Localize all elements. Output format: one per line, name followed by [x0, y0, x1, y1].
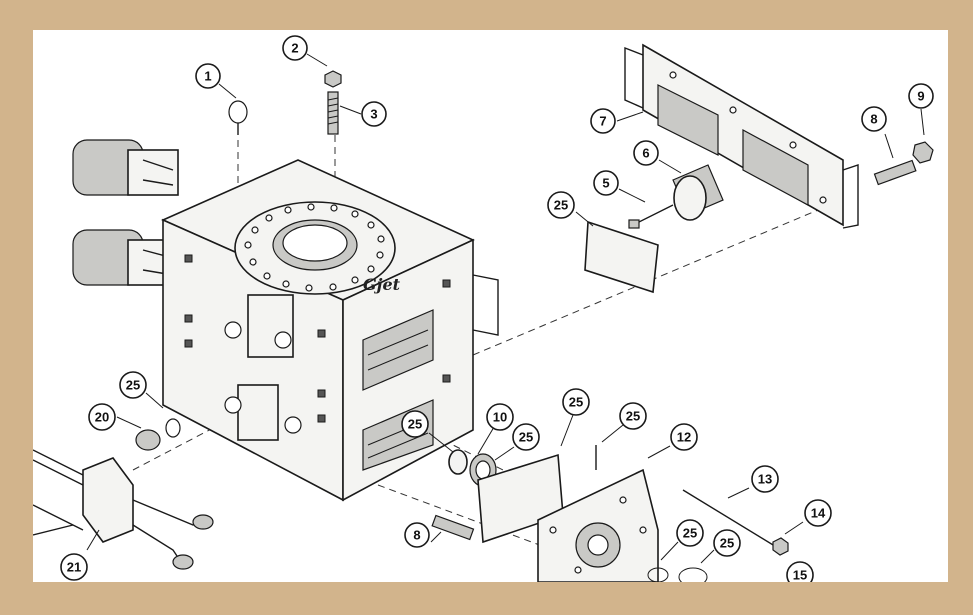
svg-text:25: 25 — [126, 378, 140, 393]
callout-6: 6 — [633, 140, 659, 166]
svg-text:25: 25 — [554, 198, 568, 213]
callout-25-seal-b: 25 — [512, 423, 540, 451]
svg-text:1: 1 — [204, 69, 211, 84]
exploded-parts-diagram: Gjet — [33, 35, 934, 583]
callout-25-ring-a: 25 — [676, 519, 704, 547]
part-long-bolt — [682, 489, 779, 549]
svg-text:3: 3 — [370, 107, 377, 122]
part-eye-bolt — [228, 100, 248, 135]
callout-25-seal-a: 25 — [401, 410, 429, 438]
callout-25-pin: 25 — [619, 402, 647, 430]
callout-12: 12 — [670, 423, 698, 451]
svg-text:5: 5 — [602, 176, 609, 191]
callout-5: 5 — [593, 170, 619, 196]
callout-25-ring-b: 25 — [713, 529, 741, 557]
part-cap-screw — [628, 204, 674, 229]
svg-text:2: 2 — [291, 41, 298, 56]
part-stud-bottom — [431, 514, 475, 541]
callout-3: 3 — [361, 101, 387, 127]
callout-21: 21 — [60, 553, 88, 581]
callout-13: 13 — [751, 465, 779, 493]
svg-text:12: 12 — [677, 430, 691, 445]
part-manifold-block — [33, 449, 214, 570]
svg-text:15: 15 — [793, 568, 807, 583]
svg-text:25: 25 — [626, 409, 640, 424]
callout-7: 7 — [590, 108, 616, 134]
part-bonnet-cover — [624, 43, 859, 229]
callout-25-port: 25 — [119, 371, 147, 399]
callout-8-top: 8 — [861, 106, 887, 132]
part-ram-block — [672, 164, 724, 221]
callout-10: 10 — [486, 403, 514, 431]
callout-2: 2 — [282, 35, 308, 61]
callout-14: 14 — [804, 499, 832, 527]
callout-9: 9 — [908, 83, 934, 109]
svg-text:20: 20 — [95, 410, 109, 425]
part-o-rings-bottom — [647, 567, 708, 582]
svg-text:25: 25 — [408, 417, 422, 432]
part-plug — [135, 418, 181, 451]
svg-text:25: 25 — [683, 526, 697, 541]
svg-text:25: 25 — [519, 430, 533, 445]
part-nut-and-stud — [324, 70, 342, 135]
callout-25-gasket-mid: 25 — [562, 388, 590, 416]
flange-bolt-holes — [244, 203, 385, 292]
valve-body: Gjet — [72, 139, 499, 502]
diagram-frame: Gjet — [33, 30, 948, 582]
svg-text:10: 10 — [493, 410, 507, 425]
callout-leaders — [86, 53, 925, 564]
part-door-plate — [537, 468, 659, 582]
svg-text:25: 25 — [569, 395, 583, 410]
svg-text:8: 8 — [413, 528, 420, 543]
callout-8-bottom: 8 — [404, 522, 430, 548]
callout-25-gasket-top: 25 — [547, 191, 575, 219]
svg-text:8: 8 — [870, 112, 877, 127]
part-stud-and-nut-top — [873, 141, 934, 186]
svg-text:7: 7 — [599, 114, 606, 129]
svg-text:9: 9 — [917, 89, 924, 104]
callout-15: 15 — [786, 561, 814, 583]
callout-20: 20 — [88, 403, 116, 431]
svg-text:14: 14 — [811, 506, 826, 521]
svg-text:13: 13 — [758, 472, 772, 487]
svg-text:6: 6 — [642, 146, 649, 161]
callout-1: 1 — [195, 63, 221, 89]
part-nut-14 — [772, 537, 789, 556]
svg-text:25: 25 — [720, 536, 734, 551]
part-gasket-top — [584, 220, 659, 294]
svg-text:21: 21 — [67, 560, 81, 575]
body-logo: Gjet — [363, 275, 401, 294]
